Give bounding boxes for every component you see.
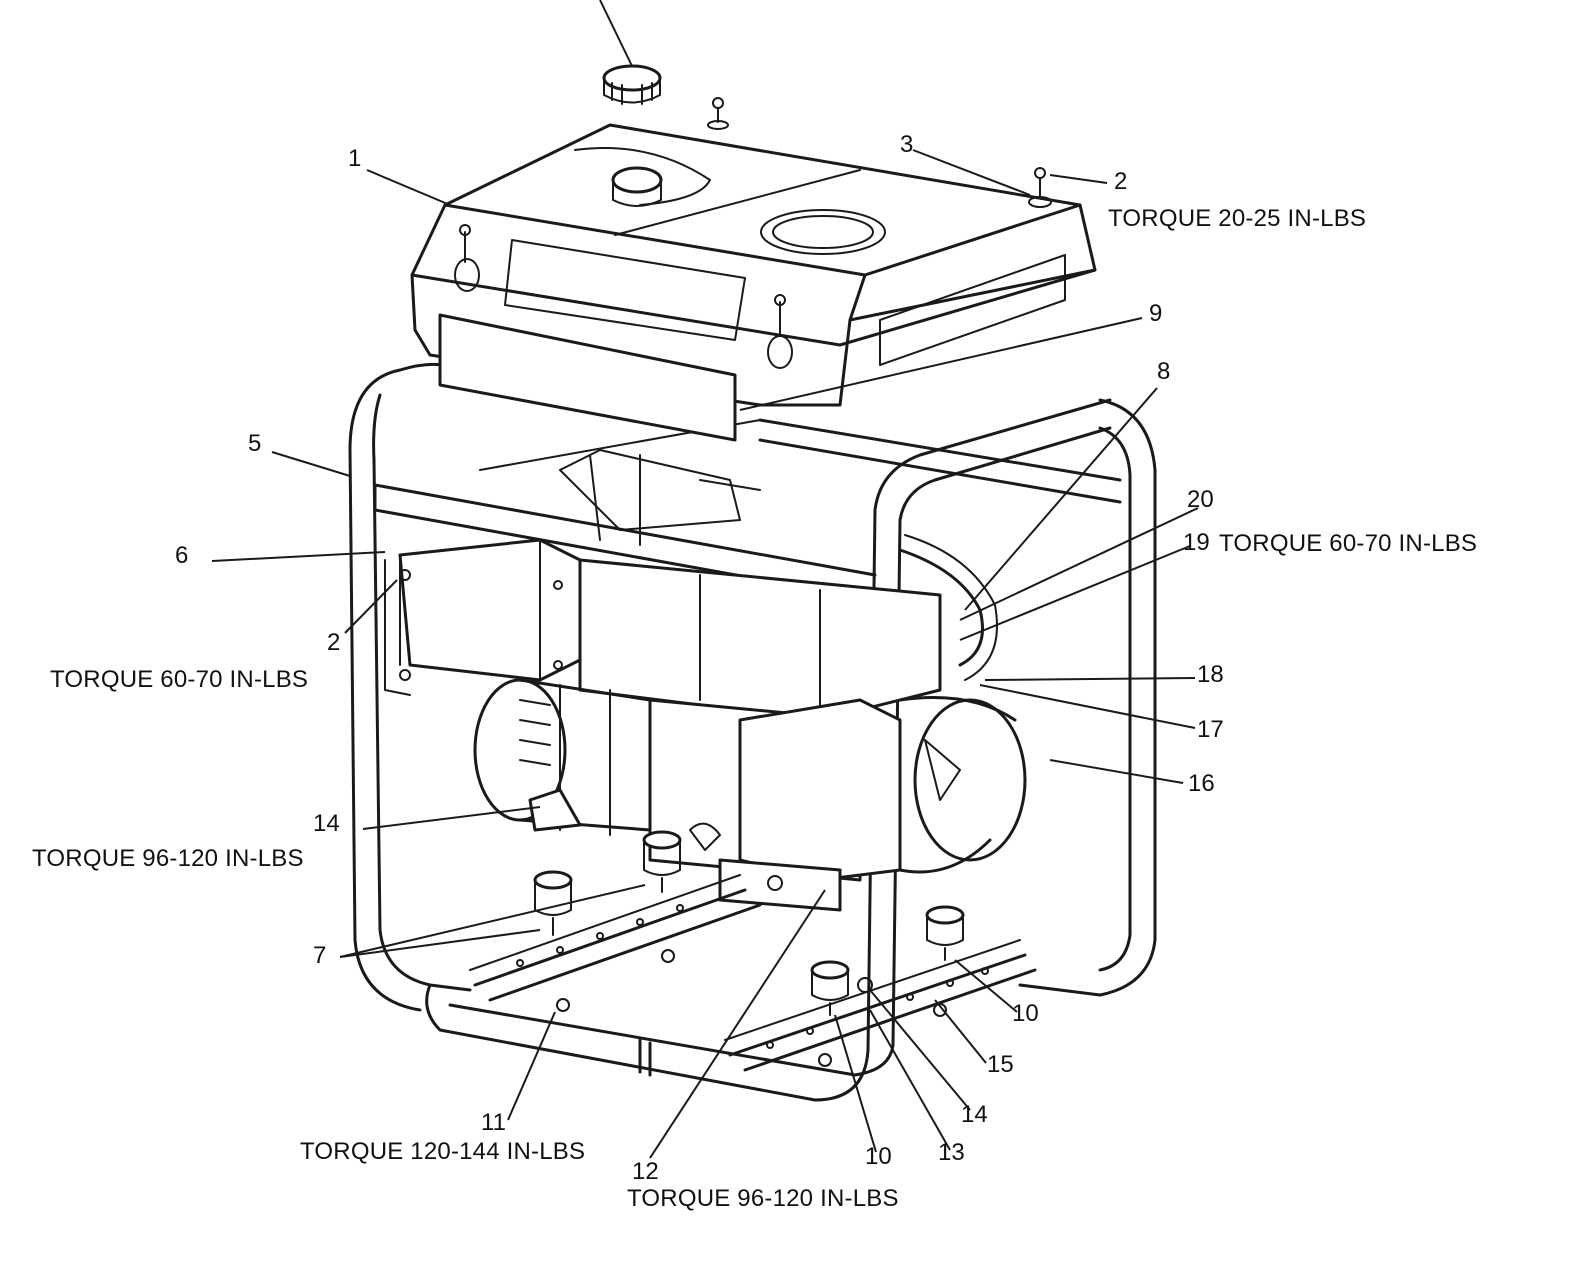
torque-note-20-25: TORQUE 20-25 IN-LBS [1108,205,1367,232]
callout-5: 5 [248,430,262,457]
callout-9: 9 [1149,300,1163,327]
callout-1: 1 [348,145,362,172]
callout-8: 8 [1157,358,1171,385]
fuel-tank [410,123,1097,442]
leader-lines [211,149,1199,1159]
torque-note-60-70-right: TORQUE 60-70 IN-LBS [1219,530,1478,557]
base-rails [469,874,1037,1072]
callout-10-right: 10 [1012,1000,1039,1027]
callout-3: 3 [900,131,914,158]
tank-bolts [707,97,1052,208]
callout-20: 20 [1187,486,1214,513]
callout-13: 13 [938,1139,965,1166]
callout-14-bottom: 14 [961,1101,988,1128]
callout-19: 19 [1183,529,1210,556]
callout-6: 6 [175,542,189,569]
torque-note-96-120-left: TORQUE 96-120 IN-LBS [32,845,304,872]
torque-note-96-120-bottom: TORQUE 96-120 IN-LBS [627,1185,899,1212]
torque-note-60-70-left: TORQUE 60-70 IN-LBS [50,666,309,693]
engine-assembly [384,449,1027,912]
callout-11: 11 [481,1109,506,1136]
callout-2-left: 2 [327,629,341,656]
callout-14-left: 14 [313,810,340,837]
callout-12: 12 [632,1158,659,1185]
callout-15: 15 [987,1051,1014,1078]
callout-10-bottom: 10 [865,1143,892,1170]
fuel-cap [599,0,662,105]
callout-17: 17 [1197,716,1224,743]
callout-2-top: 2 [1114,168,1128,195]
callout-7: 7 [313,942,327,969]
vibration-mounts [533,830,965,1016]
callout-16: 16 [1188,770,1215,797]
torque-note-120-144: TORQUE 120-144 IN-LBS [300,1138,586,1165]
callout-18: 18 [1197,661,1224,688]
